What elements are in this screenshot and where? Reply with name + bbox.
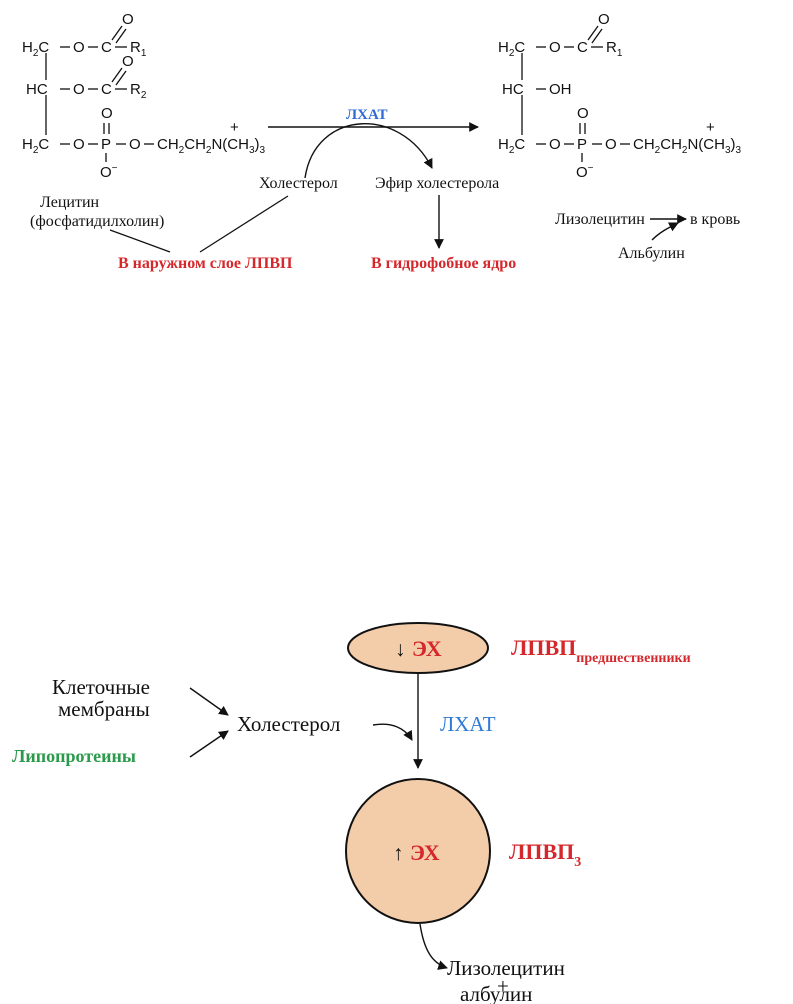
lcat-enzyme-top: ЛХАТ: [346, 107, 388, 123]
membranes-arrow: [189, 687, 229, 716]
lecithin-alt-name: (фосфатидилхолин): [30, 213, 164, 230]
albumin-label-bottom: албулин: [460, 982, 532, 1004]
lipoproteins-label: Липопротеины: [12, 746, 136, 766]
lecithin-ester-o-2: O: [73, 81, 85, 98]
lyso-phosphate-o-bottom: O−: [576, 163, 594, 181]
albumin-arrow-top: [651, 222, 679, 241]
lyso-hc: HC: [502, 81, 524, 98]
cell-membranes-label-2: мембраны: [58, 697, 150, 721]
lecithin-h2c-3: H2C: [22, 136, 49, 156]
hdl3-particle: [345, 778, 491, 924]
cholesterol-label-bottom: Холестерол: [237, 712, 340, 736]
lecithin-phosphate-o-bottom: O−: [100, 163, 118, 181]
lyso-hydroxyl: OH: [549, 81, 572, 98]
lecithin-phosphorus: P: [101, 136, 111, 153]
lysolecithin-label: Лизолецитин: [555, 211, 645, 228]
lecithin-carbonyl-c-2: C: [101, 81, 112, 98]
lecithin-phosphate-o-1: O: [73, 136, 85, 153]
lecithin-location-line: [109, 229, 171, 253]
cholesterol-label-top: Холестерол: [259, 175, 338, 192]
plus-sign: +: [497, 974, 509, 998]
lecithin-hc: HC: [26, 81, 48, 98]
lyso-phosphate-o-2: O: [605, 136, 617, 153]
lecithin-choline-charge: +: [230, 119, 239, 136]
hdl3-label: ЛПВП3: [509, 839, 581, 870]
lyso-carbonyl-c: C: [577, 39, 588, 56]
lysolecithin-label-bottom: Лизолецитин: [447, 956, 565, 980]
cholesterol-ester-label: Эфир холестерола: [375, 175, 499, 192]
lyso-phosphorus: P: [577, 136, 587, 153]
lyso-r1: R1: [606, 39, 623, 59]
lyso-h2c-1: H2C: [498, 39, 525, 59]
hydrophobic-core-label: В гидрофобное ядро: [371, 255, 516, 272]
lecithin-name: Лецитин: [40, 194, 100, 211]
outer-layer-label: В наружном слое ЛПВП: [118, 255, 293, 272]
lecithin-r1: R1: [130, 39, 147, 59]
lecithin-carbonyl-c-1: C: [101, 39, 112, 56]
lysolecithin-structure: H2C O C O R1 HC OH H2C O P O O− O CH2CH2…: [498, 11, 742, 181]
lecithin-r2: R2: [130, 81, 147, 101]
lecithin-ester-o-1: O: [73, 39, 85, 56]
lecithin-choline-chain: CH2CH2N(CH3)3: [157, 136, 266, 156]
lcat-enzyme-bottom: ЛХАТ: [440, 712, 496, 736]
cholesterol-conversion-arrow: [304, 123, 433, 179]
lyso-h2c-3: H2C: [498, 136, 525, 156]
to-blood-label: в кровь: [690, 211, 740, 228]
hdl-precursor-label: ЛПВПпредшественники: [511, 635, 691, 666]
mature-ce-label: ЭХ: [410, 840, 440, 865]
precursor-ce-label: ЭХ: [412, 636, 442, 661]
cell-membranes-label: Клеточные: [52, 675, 150, 699]
increase-arrow: ↑: [393, 841, 404, 865]
lyso-phosphate-o-1: O: [549, 136, 561, 153]
hdl-precursor-particle: [347, 622, 489, 674]
lyso-choline-chain: CH2CH2N(CH3)3: [633, 136, 742, 156]
lecithin-h2c-1: H2C: [22, 39, 49, 59]
lecithin-carbonyl-o-1: O: [122, 11, 134, 28]
lyso-phosphate-o-top: O: [577, 105, 589, 122]
lipoproteins-arrow: [189, 730, 229, 758]
cholesterol-uptake-arrow: [372, 723, 413, 741]
albumin-label-top: Альбулин: [618, 245, 685, 262]
cholesterol-location-line: [199, 195, 289, 253]
lecithin-phosphate-o-2: O: [129, 136, 141, 153]
lecithin-carbonyl-o-2: O: [122, 53, 134, 70]
lyso-ester-o-1: O: [549, 39, 561, 56]
lyso-choline-charge: +: [706, 119, 715, 136]
lysolecithin-release-arrow: [419, 923, 448, 970]
decrease-arrow: ↓: [395, 637, 406, 661]
lecithin-phosphate-o-top: O: [101, 105, 113, 122]
lecithin-structure: H2C O C O R1 HC O C O R2 H2C O P O O− O: [22, 11, 266, 181]
lyso-carbonyl-o: O: [598, 11, 610, 28]
